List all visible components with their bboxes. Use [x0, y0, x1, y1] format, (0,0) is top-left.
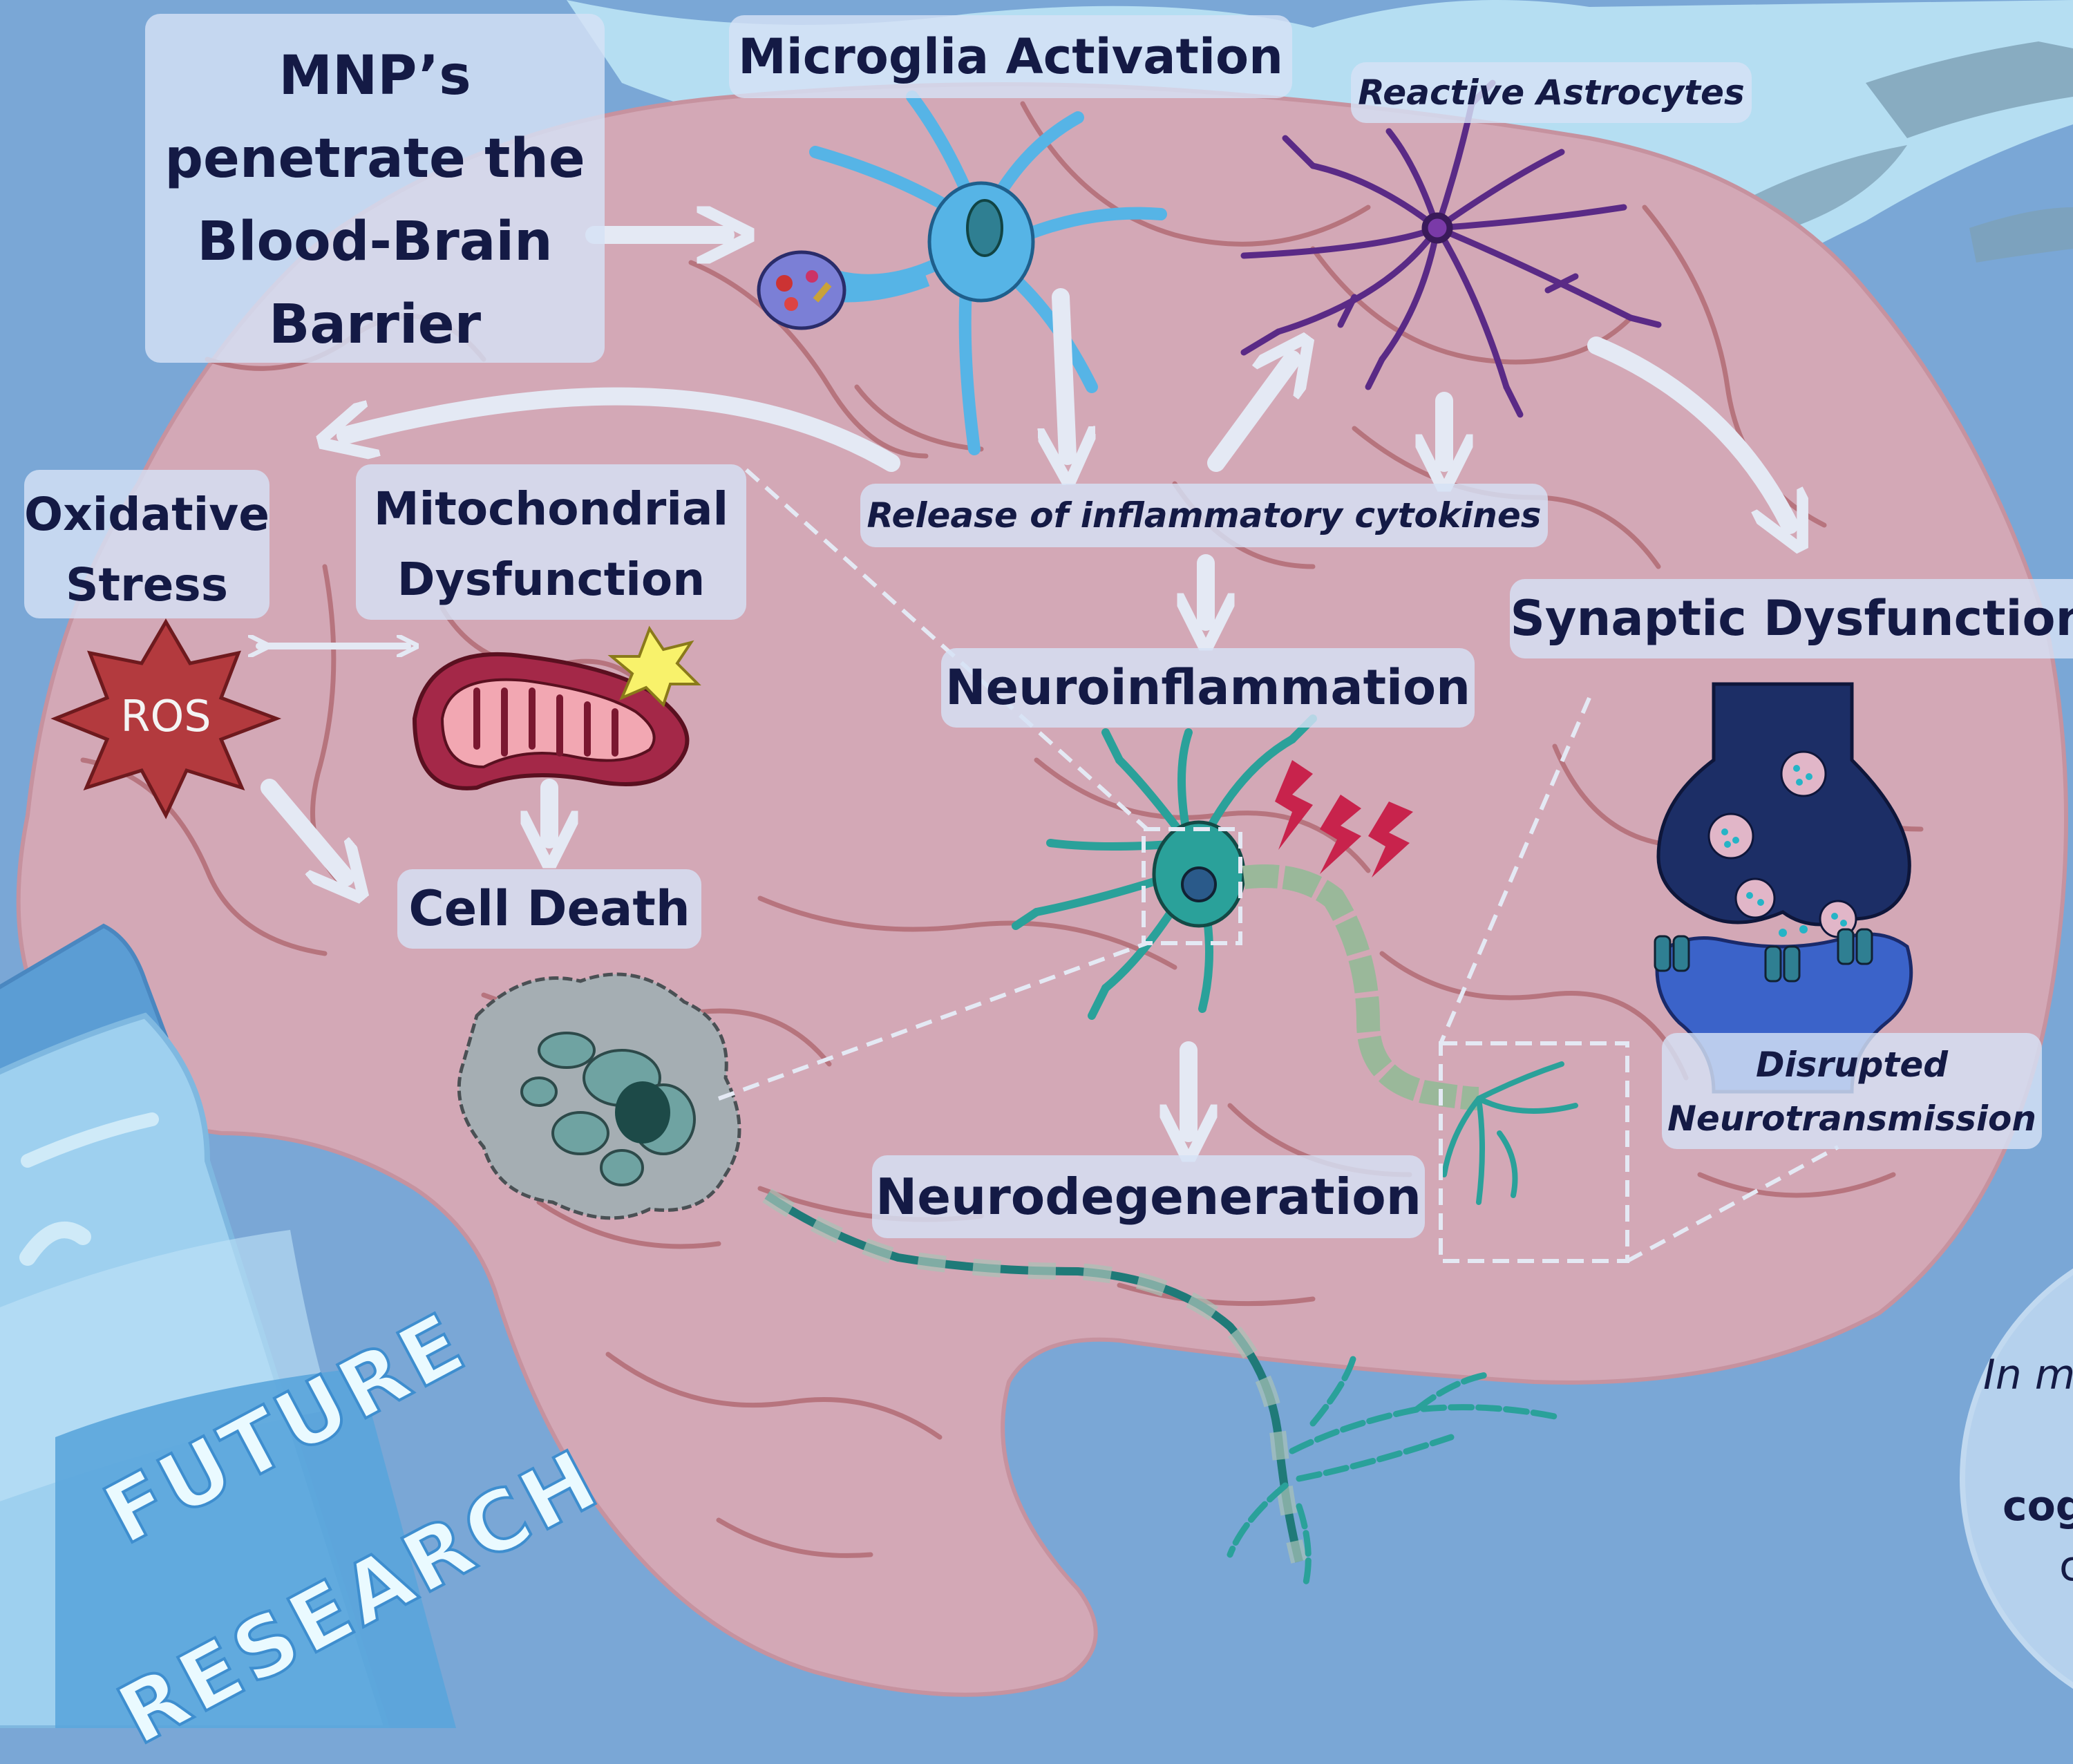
- side-panel-circle: [1962, 1230, 2073, 1727]
- disrupted-line-2: Neurotransmission: [1662, 1092, 2042, 1146]
- cell-death-label: Cell Death: [397, 869, 701, 949]
- microglia-activation-label: Microglia Activation: [729, 15, 1292, 98]
- mnp-line-1: MNP’s: [145, 35, 605, 117]
- neurodegeneration-label: Neurodegeneration: [872, 1155, 1425, 1238]
- mito-line-2: Dysfunction: [356, 544, 746, 615]
- oxidative-line-1: Oxidative: [24, 480, 269, 550]
- ros-label: ROS: [111, 691, 221, 741]
- disrupted-neurotransmission-label: Disrupted Neurotransmission: [1662, 1033, 2042, 1149]
- mnp-line-4: Barrier: [145, 283, 605, 366]
- synaptic-dysfunction-label: Synaptic Dysfunction: [1510, 579, 2073, 658]
- side-panel-text-1: In m: [1983, 1351, 2073, 1399]
- mitochondrial-dysfunction-label: Mitochondrial Dysfunction: [356, 464, 746, 620]
- mnp-line-2: penetrate the: [145, 117, 605, 200]
- mnp-line-3: Blood-Brain: [145, 200, 605, 283]
- mnp-bbb-label: MNP’s penetrate the Blood-Brain Barrier: [145, 14, 605, 363]
- neuroinflammation-label: Neuroinflammation: [941, 648, 1475, 728]
- oxidative-line-2: Stress: [24, 550, 269, 620]
- mito-line-1: Mitochondrial: [356, 474, 746, 544]
- disrupted-line-1: Disrupted: [1662, 1039, 2042, 1092]
- side-panel-text-2: cog: [2003, 1482, 2073, 1530]
- arrow-microglia-to-cytokines: [1061, 297, 1068, 456]
- oxidative-stress-label: Oxidative Stress: [24, 470, 269, 618]
- side-panel-text-3: c: [2059, 1542, 2073, 1591]
- reactive-astrocytes-label: Reactive Astrocytes: [1351, 62, 1752, 123]
- cytokines-label: Release of inflammatory cytokines: [860, 484, 1548, 547]
